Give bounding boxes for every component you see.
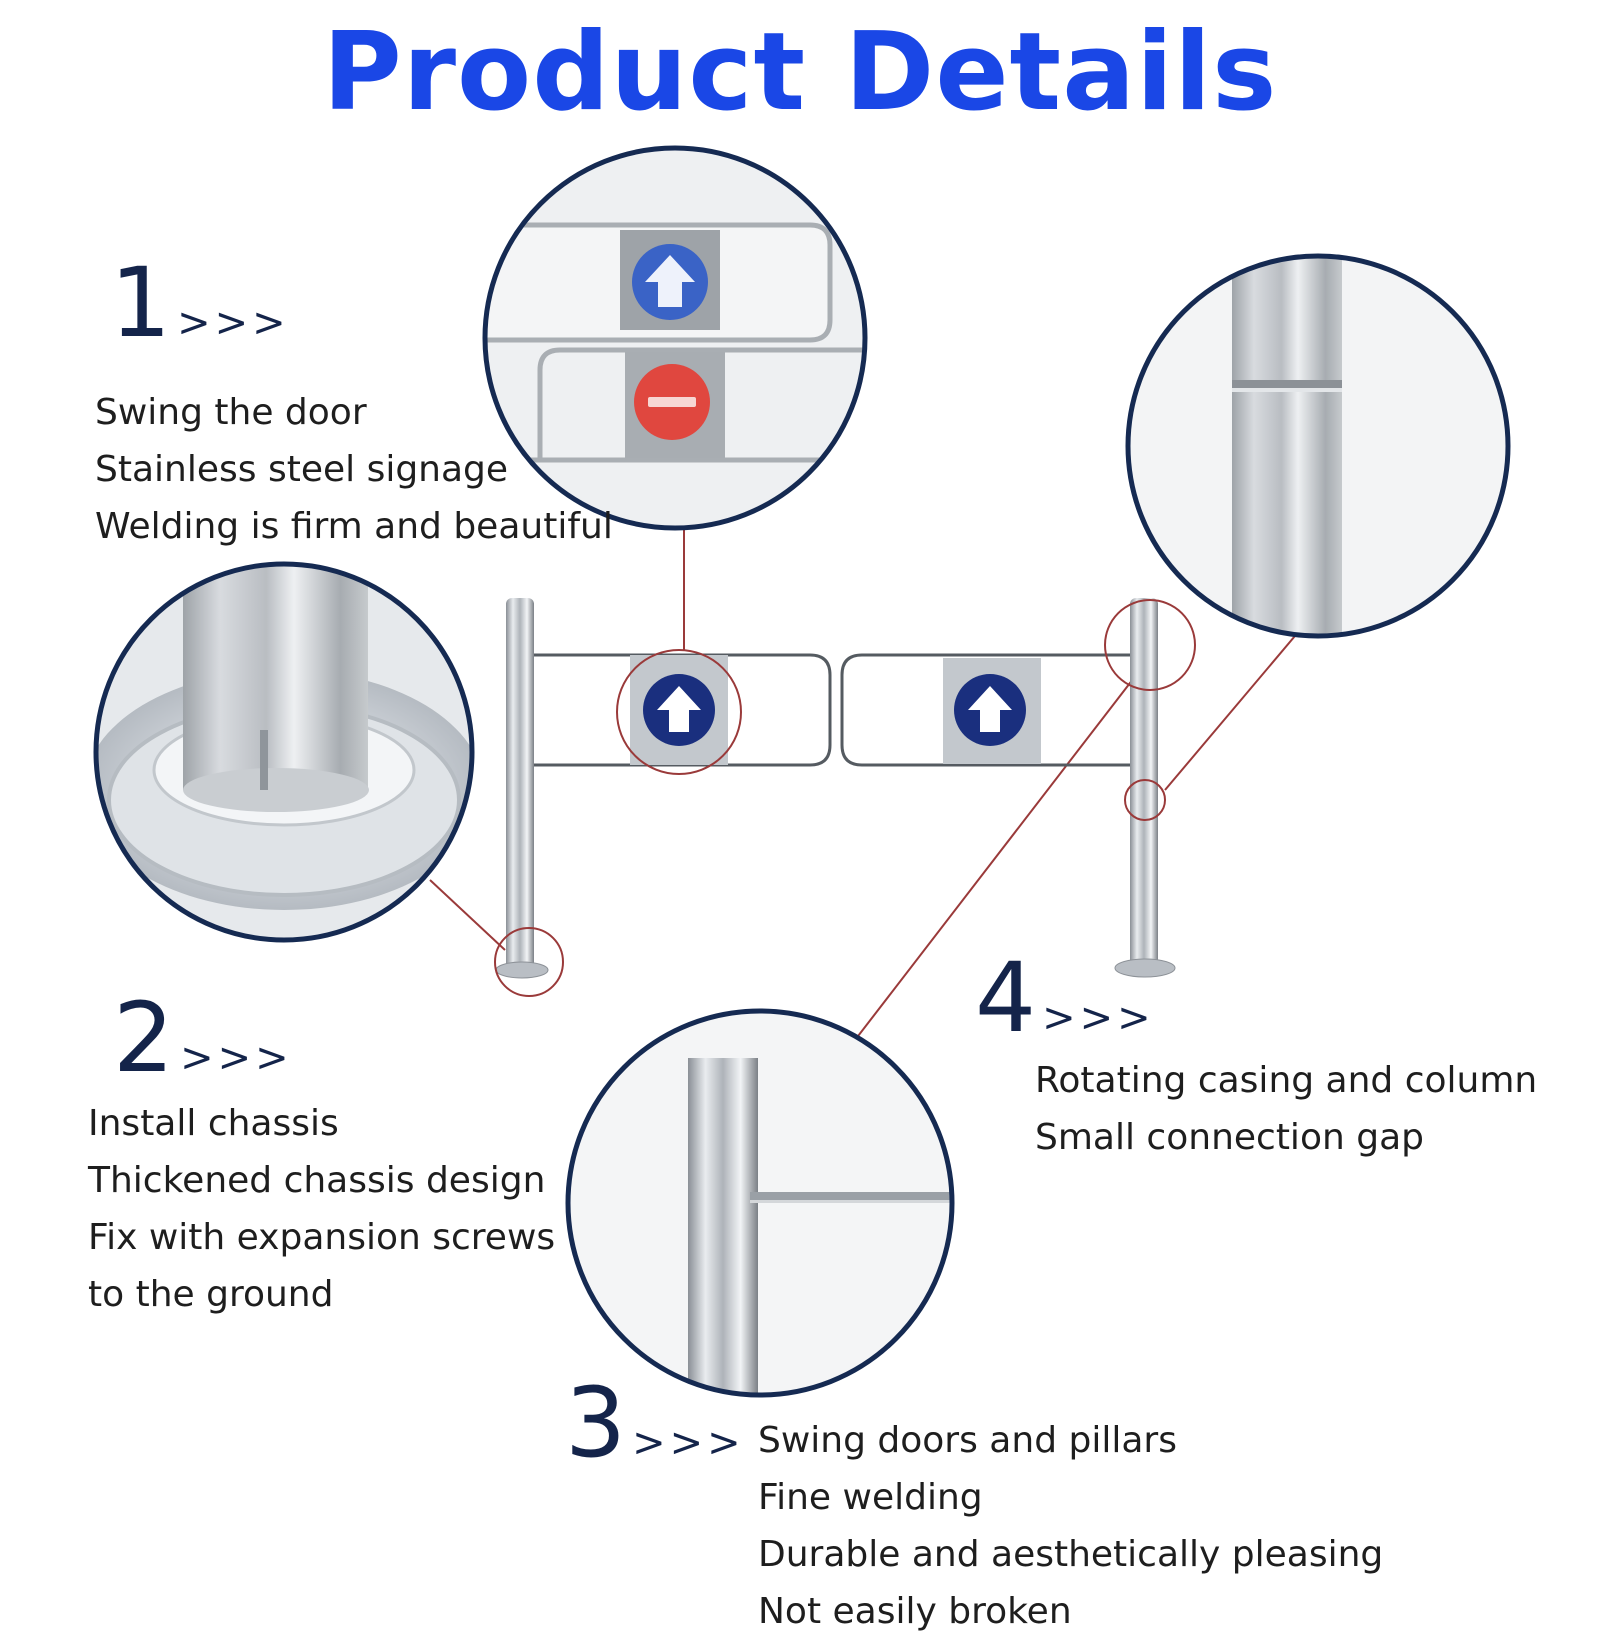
feature-line: Fix with expansion screws [88,1217,556,1258]
feature-arrows: >>> [1042,995,1155,1041]
feature-line: Durable and aesthetically pleasing [758,1534,1384,1575]
feature-line: to the ground [88,1274,334,1315]
page-title: Product Details [322,10,1278,135]
feature-line: Thickened chassis design [88,1160,546,1201]
feature-arrows: >>> [180,1035,293,1081]
detail-circle-pillar-door [565,1008,955,1398]
feature-line: Fine welding [758,1477,983,1518]
feature-line: Not easily broken [758,1591,1072,1632]
feature-4-number: 4>>> [975,950,1155,1046]
feature-number-digit: 3 [565,1367,627,1479]
feature-4-description: Rotating casing and column Small connect… [1035,1052,1537,1166]
feature-line: Welding is firm and beautiful [95,506,613,547]
feature-arrows: >>> [177,300,290,346]
feature-line: Swing doors and pillars [758,1420,1177,1461]
feature-arrows: >>> [632,1420,745,1466]
turnstile-gate [495,598,1176,979]
feature-line: Rotating casing and column [1035,1060,1538,1101]
feature-number-digit: 4 [975,942,1037,1054]
feature-3-number: 3>>> [565,1375,745,1471]
feature-2-description: Install chassis Thickened chassis design… [88,1095,555,1323]
feature-1-number: 1>>> [110,255,290,351]
feature-1-description: Swing the door Stainless steel signage W… [95,384,613,555]
feature-2-number: 2>>> [113,990,293,1086]
feature-number-digit: 1 [110,247,172,359]
feature-line: Small connection gap [1035,1117,1424,1158]
highlight-rings [494,599,1196,997]
detail-circle-chassis [93,561,475,943]
feature-line: Swing the door [95,392,367,433]
feature-3-description: Swing doors and pillars Fine welding Dur… [758,1412,1383,1640]
callout-lines [429,528,1301,1041]
feature-number-digit: 2 [113,982,175,1094]
feature-line: Install chassis [88,1103,339,1144]
detail-circle-signage [482,145,868,531]
detail-circle-casing [1125,253,1511,639]
feature-line: Stainless steel signage [95,449,509,490]
